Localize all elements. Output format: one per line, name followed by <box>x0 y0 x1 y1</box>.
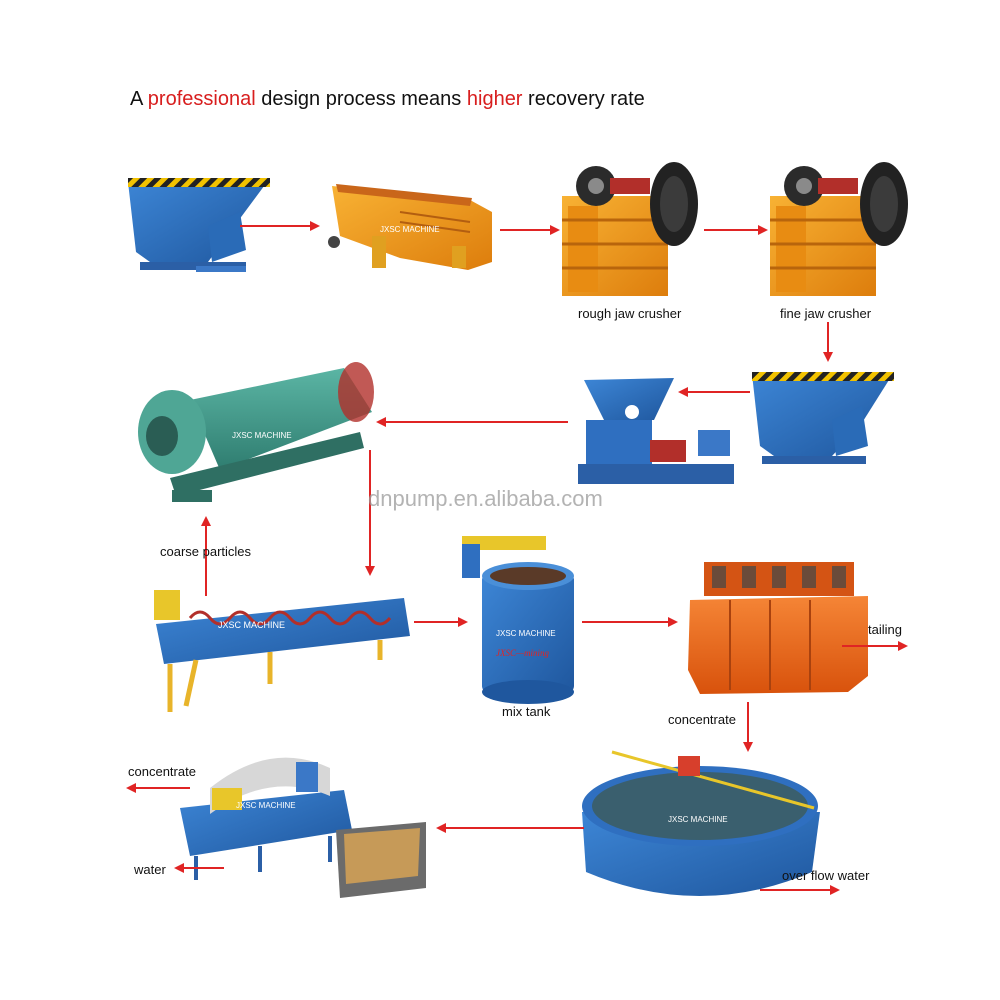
spiral-classifier: JXSC MACHINE <box>154 590 410 712</box>
label-water: water <box>134 862 166 877</box>
label-concentrate-filter: concentrate <box>128 764 196 779</box>
brand-mark: JXSC MACHINE <box>232 431 292 440</box>
brand-mark: JXSC MACHINE <box>218 620 285 630</box>
thickener: JXSC MACHINE <box>582 750 820 896</box>
label-concentrate-flotation: concentrate <box>668 712 736 727</box>
fine-jaw-crusher <box>770 162 908 296</box>
brand-mark: JXSC MACHINE <box>496 629 556 638</box>
vacuum-filter: JXSC MACHINE <box>180 757 352 880</box>
slurry-basin <box>336 822 426 898</box>
headline-highlight-higher: higher <box>466 88 523 110</box>
label-tailing: tailing <box>868 622 902 637</box>
flow-arrows <box>126 221 908 895</box>
headline-highlight-professional: professional <box>147 88 256 110</box>
headline-part1: A <box>130 88 148 110</box>
headline-part3: recovery rate <box>522 88 645 110</box>
pendulum-feeder <box>578 378 734 484</box>
label-coarse-particles: coarse particles <box>160 544 252 559</box>
label-rough-jaw-crusher: rough jaw crusher <box>578 306 682 321</box>
ball-mill: JXSC MACHINE <box>138 362 374 502</box>
rough-jaw-crusher <box>562 162 698 296</box>
label-over-flow-water: over flow water <box>782 868 870 883</box>
headline: A professional design process means high… <box>130 88 645 111</box>
brand-mark: JXSC MACHINE <box>236 801 296 810</box>
vibrating-feeder: JXSC MACHINE <box>328 184 492 270</box>
label-fine-jaw-crusher: fine jaw crusher <box>780 306 872 321</box>
headline-part2: design process means <box>255 88 467 110</box>
brand-mark: JXSC MACHINE <box>380 225 440 234</box>
mix-tank: JXSC MACHINE JXSC—mining <box>462 536 574 704</box>
brand-mark-mining: JXSC—mining <box>496 648 549 658</box>
label-mix-tank: mix tank <box>502 704 551 719</box>
flotation-machine <box>688 562 868 694</box>
brand-mark: JXSC MACHINE <box>668 815 728 824</box>
feed-hopper-1 <box>128 178 270 272</box>
watermark-text: dnpump.en.alibaba.com <box>368 486 603 511</box>
feed-hopper-2 <box>752 372 894 464</box>
